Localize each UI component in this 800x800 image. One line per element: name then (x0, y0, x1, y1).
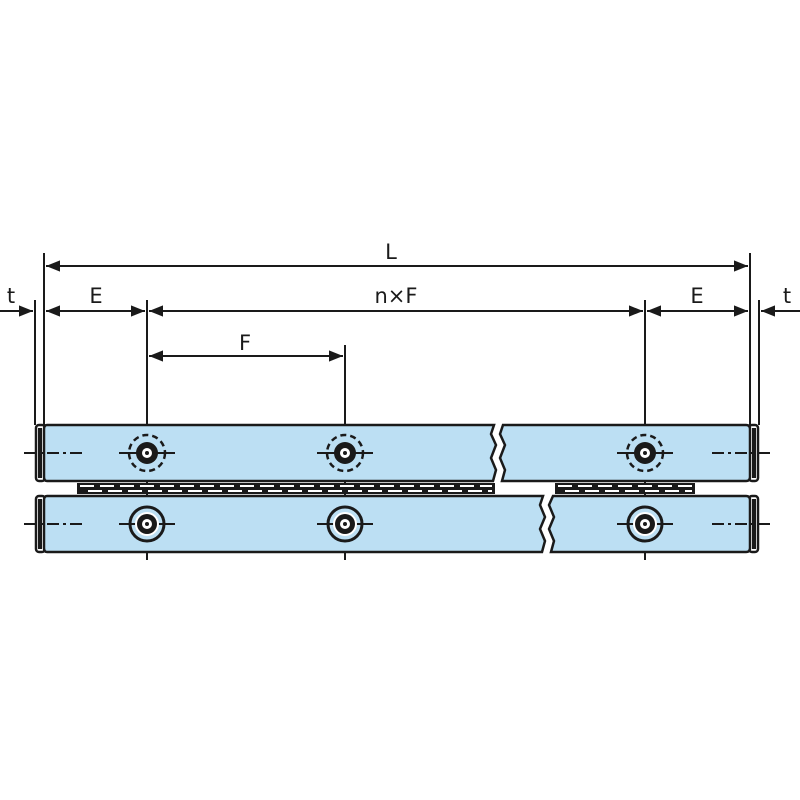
dimension-labels: L E n×F E t t F (7, 240, 791, 355)
hole-icon (617, 433, 673, 473)
lower-holes (119, 505, 673, 543)
label-t-right: t (783, 284, 791, 308)
hole-icon (119, 505, 175, 543)
label-F: F (239, 331, 251, 355)
label-t-left: t (7, 284, 15, 308)
lower-rail-left-segment (42, 494, 547, 554)
label-L: L (385, 240, 397, 264)
upper-rail-left-segment (42, 423, 498, 483)
hole-icon (119, 433, 175, 473)
label-nF: n×F (375, 284, 418, 308)
roller-cage (77, 483, 695, 494)
center-lines (24, 452, 770, 525)
hole-icon (617, 505, 673, 543)
hole-icon (317, 505, 373, 543)
label-E-right: E (690, 284, 703, 308)
label-E-left: E (89, 284, 102, 308)
hole-icon (317, 433, 373, 473)
upper-holes (119, 433, 673, 473)
dimension-lines (0, 260, 800, 362)
